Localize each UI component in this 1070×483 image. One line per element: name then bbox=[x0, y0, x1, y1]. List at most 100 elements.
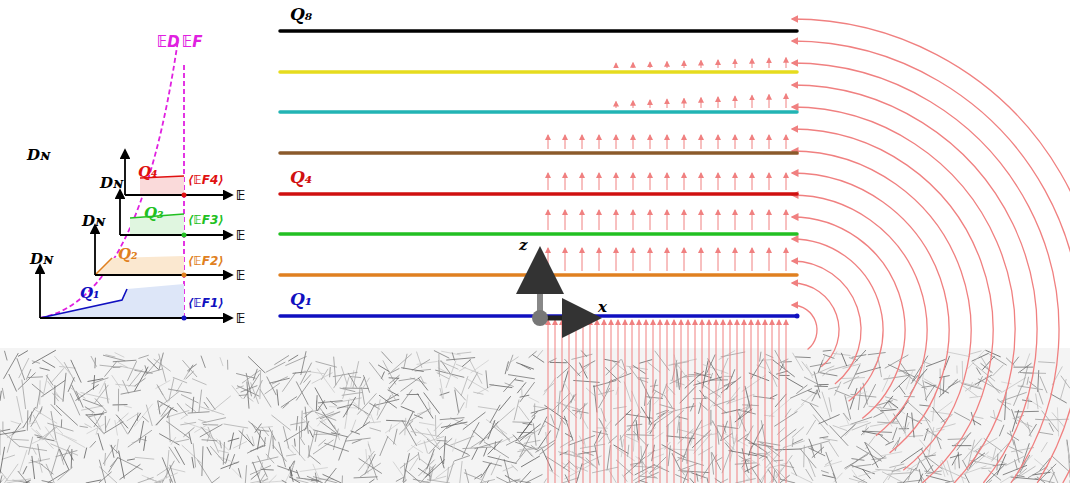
fiber bbox=[473, 392, 483, 394]
fiber bbox=[33, 408, 57, 423]
fiber bbox=[269, 475, 277, 483]
fiber bbox=[712, 420, 721, 437]
fiber bbox=[238, 468, 241, 477]
fiber bbox=[503, 378, 516, 392]
fiber bbox=[823, 350, 832, 352]
fiber bbox=[38, 444, 41, 462]
fiber bbox=[885, 355, 909, 368]
fiber bbox=[801, 441, 830, 449]
fiber bbox=[201, 356, 205, 368]
fiber bbox=[727, 396, 737, 404]
fiber bbox=[353, 361, 359, 388]
fiber bbox=[274, 355, 289, 364]
fiber bbox=[906, 371, 913, 389]
field-arc bbox=[792, 195, 927, 436]
fiber bbox=[343, 397, 356, 417]
fiber bbox=[503, 466, 514, 471]
fiber bbox=[169, 416, 170, 442]
fiber bbox=[305, 407, 308, 434]
field-line bbox=[562, 320, 563, 483]
fiber bbox=[607, 445, 610, 470]
fiber bbox=[32, 361, 40, 364]
fiber bbox=[361, 377, 365, 386]
fiber bbox=[945, 481, 954, 483]
fiber bbox=[481, 463, 492, 478]
fiber bbox=[546, 457, 570, 472]
fiber bbox=[279, 442, 286, 467]
fiber bbox=[559, 453, 583, 458]
field-arrow bbox=[752, 135, 753, 149]
fiber bbox=[192, 397, 194, 413]
fiber bbox=[51, 449, 59, 475]
fiber bbox=[104, 422, 123, 434]
fiber bbox=[2, 455, 15, 459]
field-arc bbox=[792, 19, 1070, 483]
fiber bbox=[32, 384, 43, 394]
fiber bbox=[517, 447, 545, 452]
field-arrow bbox=[735, 59, 736, 68]
fiber bbox=[166, 467, 186, 472]
fiber bbox=[378, 365, 389, 372]
fiber bbox=[844, 454, 867, 468]
fermi-dot bbox=[182, 273, 187, 278]
fiber bbox=[316, 361, 337, 367]
field-arrow bbox=[684, 248, 685, 271]
fiber bbox=[512, 421, 532, 423]
fiber bbox=[507, 357, 519, 365]
plate-end bbox=[795, 314, 800, 319]
fiber bbox=[751, 460, 760, 466]
fiber bbox=[23, 466, 27, 474]
fiber bbox=[1027, 377, 1029, 385]
fiber bbox=[220, 357, 223, 366]
fiber bbox=[531, 408, 548, 413]
fiber bbox=[33, 447, 37, 454]
fiber bbox=[427, 480, 450, 483]
field-arc bbox=[792, 173, 949, 453]
fiber bbox=[887, 400, 892, 408]
field-arrow bbox=[718, 97, 719, 108]
fiber bbox=[394, 429, 398, 445]
fiber bbox=[437, 440, 448, 442]
fiber bbox=[558, 391, 560, 414]
fiber bbox=[174, 439, 189, 442]
fiber bbox=[259, 427, 273, 428]
fiber bbox=[296, 381, 308, 404]
field-arrow bbox=[684, 99, 685, 108]
fiber bbox=[812, 390, 818, 401]
fiber bbox=[779, 375, 790, 376]
fiber bbox=[304, 410, 312, 417]
fiber bbox=[720, 479, 728, 483]
fiber bbox=[738, 404, 752, 419]
fiber bbox=[290, 477, 301, 483]
fiber bbox=[760, 442, 777, 450]
fiber bbox=[550, 362, 567, 363]
label: Q₂ bbox=[118, 247, 138, 262]
fiber bbox=[1066, 442, 1070, 461]
fiber bbox=[486, 370, 488, 388]
fiber bbox=[115, 420, 118, 435]
fiber bbox=[767, 447, 780, 457]
fiber bbox=[119, 451, 125, 479]
field-line bbox=[765, 320, 766, 483]
dos-axis bbox=[119, 190, 121, 235]
fiber bbox=[171, 437, 176, 445]
fiber bbox=[1005, 456, 1024, 465]
fiber bbox=[525, 474, 542, 483]
fiber bbox=[779, 429, 796, 442]
fiber bbox=[277, 466, 297, 473]
field-line bbox=[548, 320, 549, 483]
fiber bbox=[508, 375, 535, 379]
fiber bbox=[412, 359, 430, 370]
field-line bbox=[660, 320, 661, 483]
fiber bbox=[120, 366, 141, 371]
fiber bbox=[581, 351, 587, 357]
fiber bbox=[514, 399, 519, 420]
fiber bbox=[300, 468, 328, 472]
fiber bbox=[511, 465, 517, 471]
fiber bbox=[756, 443, 777, 462]
fiber bbox=[324, 443, 349, 451]
fiber bbox=[437, 373, 449, 379]
fiber bbox=[239, 429, 243, 449]
fiber bbox=[889, 464, 904, 468]
fiber bbox=[493, 426, 510, 440]
